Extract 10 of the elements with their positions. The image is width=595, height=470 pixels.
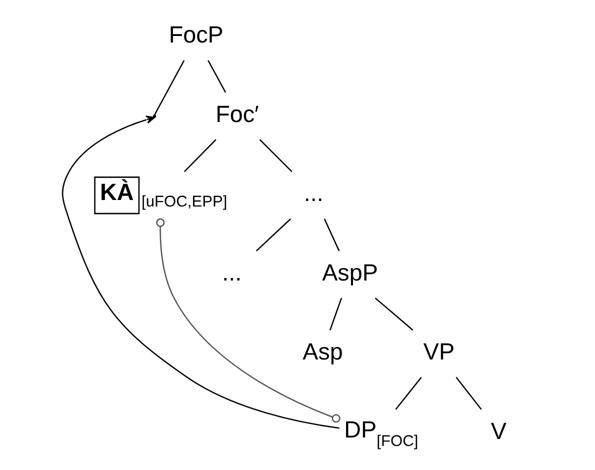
node-text: V xyxy=(490,418,506,444)
node-text: FocP xyxy=(168,22,223,48)
node-text: ... xyxy=(303,180,323,206)
node-label: [uFOC,EPP] xyxy=(141,194,227,211)
node-text: AspP xyxy=(322,259,378,286)
node-text: ... xyxy=(222,259,242,286)
node-text: VP xyxy=(422,338,454,365)
node-text: Asp xyxy=(302,338,342,365)
node-text: Foc′ xyxy=(215,100,258,127)
node-text: DP$_{[FOC]}$ xyxy=(344,416,418,450)
